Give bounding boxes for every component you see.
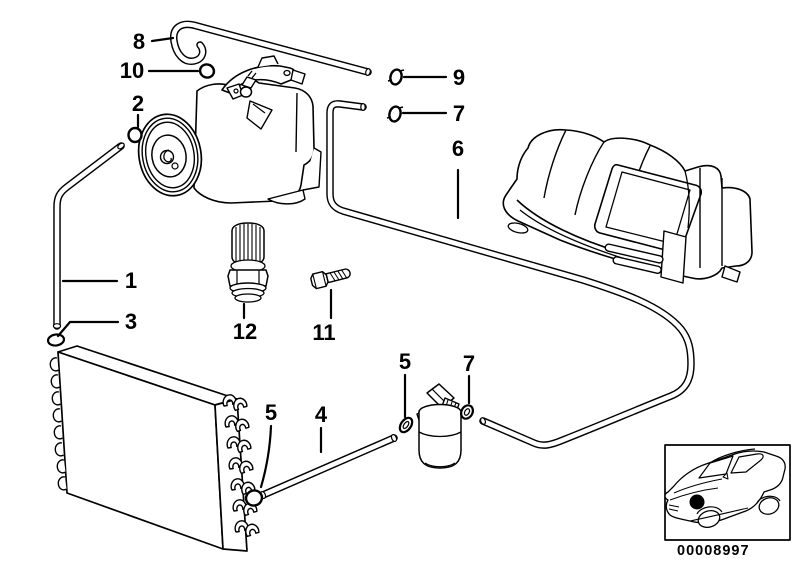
o-rings (46, 63, 475, 507)
callout-1[interactable]: 1 (124, 268, 138, 293)
evaporator-unit-drawing (502, 128, 753, 284)
compressor-drawing (137, 55, 322, 205)
o-ring-10 (198, 63, 216, 79)
callout-12[interactable]: 12 (232, 319, 258, 344)
leader-lines (56, 36, 471, 489)
callout-10[interactable]: 10 (119, 58, 145, 83)
car-inset (664, 444, 791, 541)
pipe-8-drawing (170, 20, 372, 76)
callout-8[interactable]: 8 (132, 29, 146, 54)
callout-9[interactable]: 9 (452, 65, 466, 90)
o-ring-3 (46, 333, 66, 347)
o-ring-5-condenser (244, 489, 264, 507)
location-dot (689, 494, 705, 510)
car-silhouette (664, 448, 786, 528)
callout-6[interactable]: 6 (451, 136, 465, 161)
pipe-4-drawing (259, 433, 398, 500)
callout-3[interactable]: 3 (124, 309, 138, 334)
o-ring-2 (127, 126, 143, 144)
pressure-valve-drawing (227, 222, 269, 303)
callout-2[interactable]: 2 (131, 91, 145, 116)
pipe-1-drawing (52, 142, 125, 330)
o-ring-7-drier (459, 404, 475, 420)
callout-11[interactable]: 11 (312, 320, 336, 345)
callout-5-condenser[interactable]: 5 (264, 400, 278, 425)
image-number-caption: 00008997 (677, 543, 750, 559)
receiver-drier-drawing (416, 383, 462, 469)
bolt-drawing (310, 268, 351, 290)
callout-7-drier[interactable]: 7 (462, 351, 476, 376)
callout-5-drier[interactable]: 5 (398, 349, 412, 374)
callout-7-upper[interactable]: 7 (452, 101, 466, 126)
o-ring-5-drier (398, 416, 414, 434)
callout-4[interactable]: 4 (314, 402, 328, 427)
o-ring-7-upper (386, 105, 404, 123)
pipe-6-drawing (326, 100, 695, 449)
o-ring-9 (387, 68, 405, 86)
condenser-drawing (49, 345, 259, 552)
